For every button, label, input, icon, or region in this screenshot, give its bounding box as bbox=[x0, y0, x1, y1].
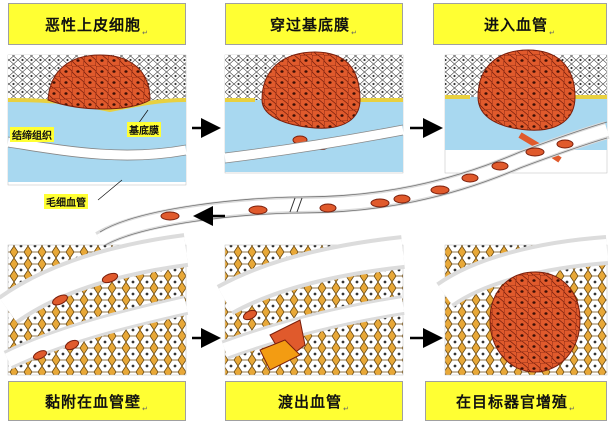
step-title-3-mark: ↵ bbox=[549, 29, 556, 37]
panel-6-illustration bbox=[436, 235, 609, 376]
step-title-2-text: 穿过基底膜 bbox=[270, 15, 351, 34]
step-title-4-mark: ↵ bbox=[142, 405, 149, 413]
step-title-1-mark: ↵ bbox=[142, 29, 149, 37]
panel-4-illustration bbox=[0, 233, 189, 376]
label-basement-membrane: 基底膜 bbox=[127, 122, 161, 137]
capillary-vessel bbox=[95, 121, 610, 249]
label-capillary: 毛细血管 bbox=[44, 194, 88, 209]
step-title-5-text: 渡出血管 bbox=[278, 392, 343, 411]
step-title-5-mark: ↵ bbox=[343, 405, 350, 413]
panel-5-illustration bbox=[216, 235, 405, 376]
panel-1-illustration bbox=[7, 54, 187, 186]
step-title-2: 穿过基底膜↵ bbox=[225, 3, 403, 45]
step-title-3: 进入血管↵ bbox=[433, 3, 607, 45]
step-title-4-text: 黏附在血管壁 bbox=[45, 392, 142, 411]
step-title-1: 恶性上皮细胞↵ bbox=[8, 3, 186, 45]
step-title-6-text: 在目标器官增殖 bbox=[456, 392, 569, 411]
step-title-5: 渡出血管↵ bbox=[225, 381, 403, 421]
step-title-3-text: 进入血管 bbox=[484, 15, 549, 34]
step-title-6: 在目标器官增殖↵ bbox=[425, 381, 607, 421]
flow-arrows bbox=[192, 118, 443, 348]
panel-2-illustration bbox=[224, 51, 404, 174]
step-title-1-text: 恶性上皮细胞 bbox=[45, 15, 142, 34]
capillary-pointer bbox=[97, 179, 123, 201]
label-connective-tissue: 结缔组织 bbox=[10, 127, 54, 142]
step-title-6-mark: ↵ bbox=[569, 405, 576, 413]
step-title-2-mark: ↵ bbox=[351, 29, 358, 37]
step-title-4: 黏附在血管壁↵ bbox=[8, 381, 186, 421]
basement-pointer bbox=[137, 109, 149, 125]
